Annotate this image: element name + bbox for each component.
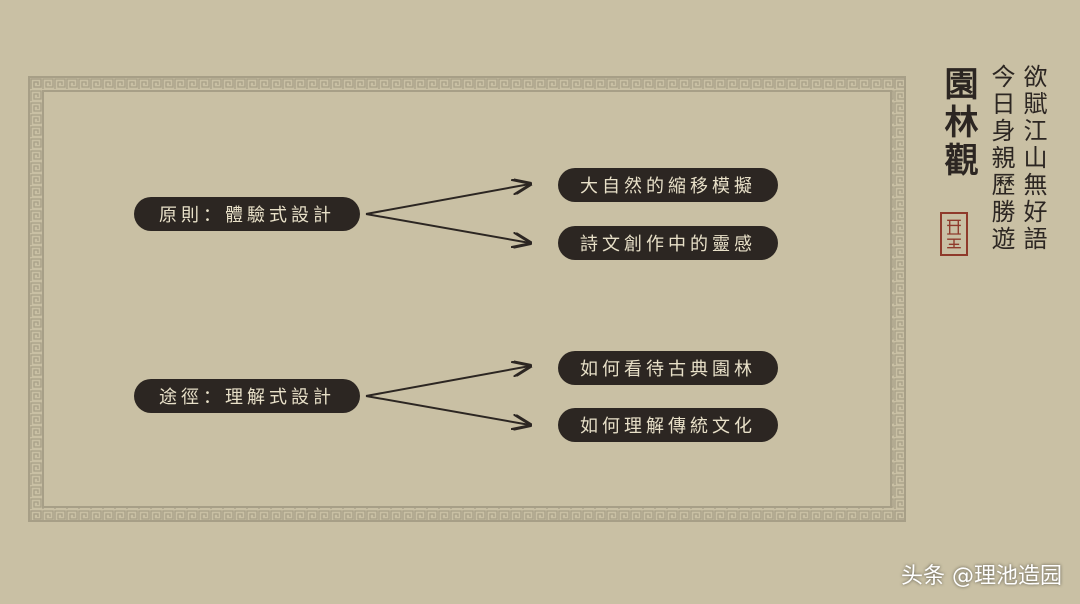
principle-target-node: 詩文創作中的靈感 [558,226,778,260]
greek-key-border-pattern [30,78,904,520]
poem-line-2: 今日身親歷勝遊 [987,64,1015,253]
arrow-line [365,184,530,215]
poem-line-1: 欲賦江山無好語 [1019,64,1047,253]
arrow-line [365,213,530,243]
decorative-frame-outer [28,76,906,522]
approach-target-node: 如何理解傳統文化 [558,408,778,442]
red-seal-stamp-icon [940,212,968,256]
arrow-line [365,395,530,425]
arrow-line [365,366,530,397]
source-watermark: 头条 @理池造园 [901,564,1062,589]
principle-node: 原則：體驗式設計 [134,197,360,231]
slide-title: 園林觀 [938,66,978,180]
principle-target-node: 大自然的縮移模擬 [558,168,778,202]
approach-node: 途徑：理解式設計 [134,379,360,413]
approach-target-node: 如何看待古典園林 [558,351,778,385]
decorative-frame-inner [42,90,892,508]
